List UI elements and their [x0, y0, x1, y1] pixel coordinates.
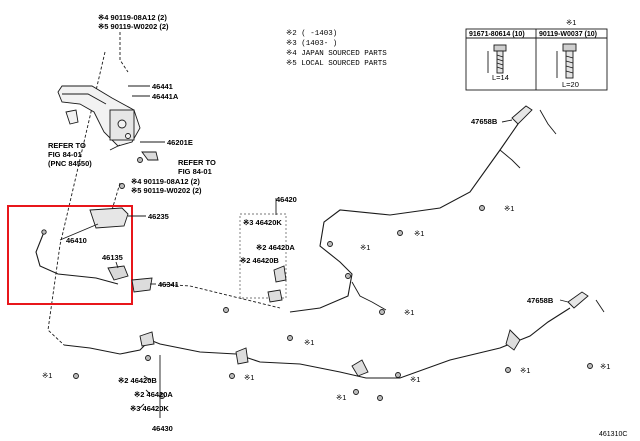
note-5: ※5 LOCAL SOURCED PARTS	[286, 60, 387, 68]
note-3: ※3 (1403- )	[286, 40, 338, 48]
label-46341[interactable]: 46341	[158, 280, 179, 289]
highlight-box	[7, 205, 133, 305]
label-46235[interactable]: 46235	[148, 212, 169, 221]
mark-1: ※1	[360, 243, 371, 252]
mark-1: ※1	[410, 375, 421, 384]
label-46201E[interactable]: 46201E	[167, 138, 193, 147]
bolt-icon	[487, 44, 507, 74]
label-46441A[interactable]: 46441A	[152, 92, 179, 101]
label-47658B-bot[interactable]: 47658B	[527, 296, 554, 305]
label-46430[interactable]: 46430	[152, 424, 173, 433]
mark-1: ※1	[336, 393, 347, 402]
bolt-icon	[556, 43, 577, 79]
label-top-bolt-a[interactable]: ※4 90119-08A12 (2)	[98, 13, 167, 22]
label-46420-top[interactable]: 46420	[276, 195, 297, 204]
bolt-col1[interactable]: 91671-80614 (10)	[469, 31, 525, 38]
label-top-bolt-b[interactable]: ※5 90119-W0202 (2)	[98, 22, 169, 31]
label-refer1-c[interactable]: (PNC 84550)	[48, 159, 92, 168]
mark-1: ※1	[244, 373, 255, 382]
bolt-col2[interactable]: 90119-W0037 (10)	[539, 31, 597, 38]
label-46441[interactable]: 46441	[152, 82, 173, 91]
label-46410[interactable]: 46410	[66, 236, 87, 245]
mark-1: ※1	[414, 229, 425, 238]
mark-1: ※1	[504, 204, 515, 213]
bolt-len1: L=14	[492, 73, 509, 82]
label-46420A-top[interactable]: ※2 46420A	[256, 243, 295, 252]
bolt-len2: L=20	[562, 80, 579, 89]
label-46420K-top[interactable]: ※3 46420K	[243, 218, 282, 227]
label-46420K-bot[interactable]: ※3 46420K	[130, 404, 169, 413]
mark-1: ※1	[304, 338, 315, 347]
label-47658B-top[interactable]: 47658B	[471, 117, 498, 126]
label-refer2-b[interactable]: FIG 84-01	[178, 167, 212, 176]
figure-code: 461310C	[599, 431, 628, 438]
label-46420B-top[interactable]: ※2 46420B	[240, 256, 279, 265]
bolt-table-frame	[465, 28, 608, 91]
note-4: ※4 JAPAN SOURCED PARTS	[286, 50, 387, 58]
mark-1: ※1	[404, 308, 415, 317]
bolt-marks	[73, 157, 593, 401]
label-refer1-a[interactable]: REFER TO	[48, 141, 86, 150]
label-46420A-bot[interactable]: ※2 46420A	[134, 390, 173, 399]
label-46420B-bot[interactable]: ※2 46420B	[118, 376, 157, 385]
label-mid-bolt-a[interactable]: ※4 90119-08A12 (2)	[131, 177, 200, 186]
label-refer1-b[interactable]: FIG 84-01	[48, 150, 82, 159]
mark-1: ※1	[42, 371, 53, 380]
note-2: ※2 ( -1403)	[286, 30, 338, 38]
label-mid-bolt-b[interactable]: ※5 90119-W0202 (2)	[131, 186, 202, 195]
bolt-table-mark: ※1	[566, 18, 577, 27]
brake-lever	[57, 85, 141, 147]
label-46135[interactable]: 46135	[102, 253, 123, 262]
label-refer2-a[interactable]: REFER TO	[178, 158, 216, 167]
mark-1: ※1	[520, 366, 531, 375]
mark-1: ※1	[600, 362, 611, 371]
